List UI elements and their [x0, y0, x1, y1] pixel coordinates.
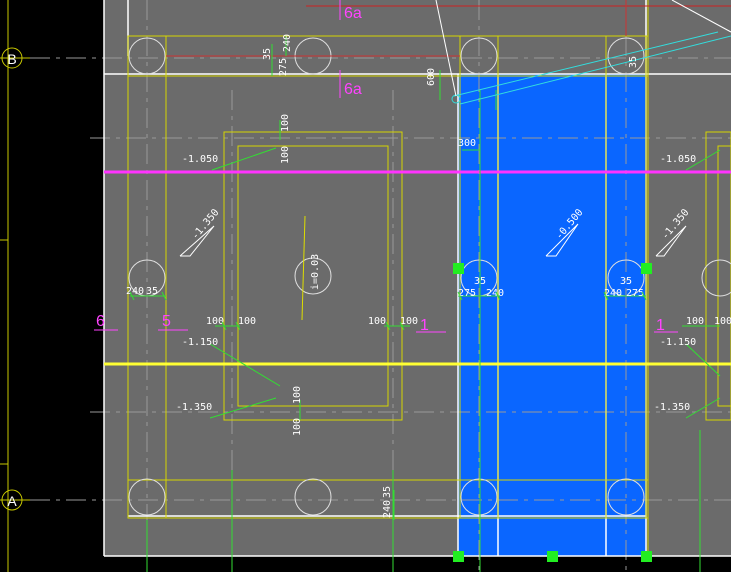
dim-bot-35: 35 [382, 486, 393, 498]
section-mark-top-2[interactable]: 6a [344, 81, 362, 98]
dim-r240: 240 [604, 288, 622, 299]
dim-300: 300 [458, 138, 476, 149]
white-leaders [435, 0, 731, 97]
section-mark-mid[interactable]: 1 [420, 317, 429, 334]
dim-600: 600 [426, 68, 437, 86]
section-mark-top-1[interactable]: 6a [344, 5, 362, 22]
elev-right-bot: -1.350 [654, 402, 690, 413]
dim-s100-2: 100 [238, 316, 256, 327]
dim-r275: 275 [626, 288, 644, 299]
foundation-beams [127, 0, 731, 556]
dim-s100-4: 100 [400, 316, 418, 327]
dim-r35: 35 [620, 276, 632, 287]
dim-top-35: 35 [262, 48, 273, 60]
axis-label-b: B [7, 51, 16, 67]
grip-handles[interactable] [453, 263, 652, 562]
left-margin-lines [0, 0, 44, 572]
section-mark-left-2[interactable]: 5 [162, 313, 171, 330]
slope-ratio: i=0.03 [310, 254, 321, 290]
dim-m275: 275 [458, 288, 476, 299]
dim-bot-240: 240 [382, 500, 393, 518]
dim-s100-1: 100 [206, 316, 224, 327]
slope-symbols [179, 223, 687, 257]
dim-l240: 240 [126, 286, 144, 297]
grid-axes [30, 0, 731, 572]
elev-left-bot: -1.350 [176, 402, 212, 413]
dim-top-275: 275 [278, 58, 289, 76]
selected-region[interactable] [458, 74, 646, 556]
dimension-ticks [129, 291, 647, 331]
section-mark-right[interactable]: 1 [656, 317, 665, 334]
elev-right-mid: -1.150 [660, 337, 696, 348]
dim-c100-a: 100 [280, 114, 291, 132]
axis-bubble-b[interactable] [1, 47, 23, 69]
dim-top-right-35: 35 [628, 56, 639, 68]
dim-tr-100: 100 [714, 316, 731, 327]
section-mark-left-1[interactable]: 6 [96, 313, 105, 330]
dim-s100-3: 100 [368, 316, 386, 327]
axis-label-a: A [7, 493, 17, 509]
elev-left-top: -1.050 [182, 154, 218, 165]
axis-bubble-a[interactable] [1, 489, 23, 511]
dim-l35: 35 [146, 286, 158, 297]
dim-b100-b: 100 [292, 418, 303, 436]
elev-left-mid: -1.150 [182, 337, 218, 348]
elev-right-top: -1.050 [660, 154, 696, 165]
dim-m35: 35 [474, 276, 486, 287]
dim-c100-b: 100 [280, 146, 291, 164]
selected-region-notch [458, 484, 498, 556]
dim-top-240: 240 [282, 34, 293, 52]
dim-m240: 240 [486, 288, 504, 299]
dim-s100-5: 100 [686, 316, 704, 327]
dimension-lines [130, 36, 721, 572]
dim-b100-a: 100 [292, 386, 303, 404]
slope-arrow [301, 215, 306, 321]
